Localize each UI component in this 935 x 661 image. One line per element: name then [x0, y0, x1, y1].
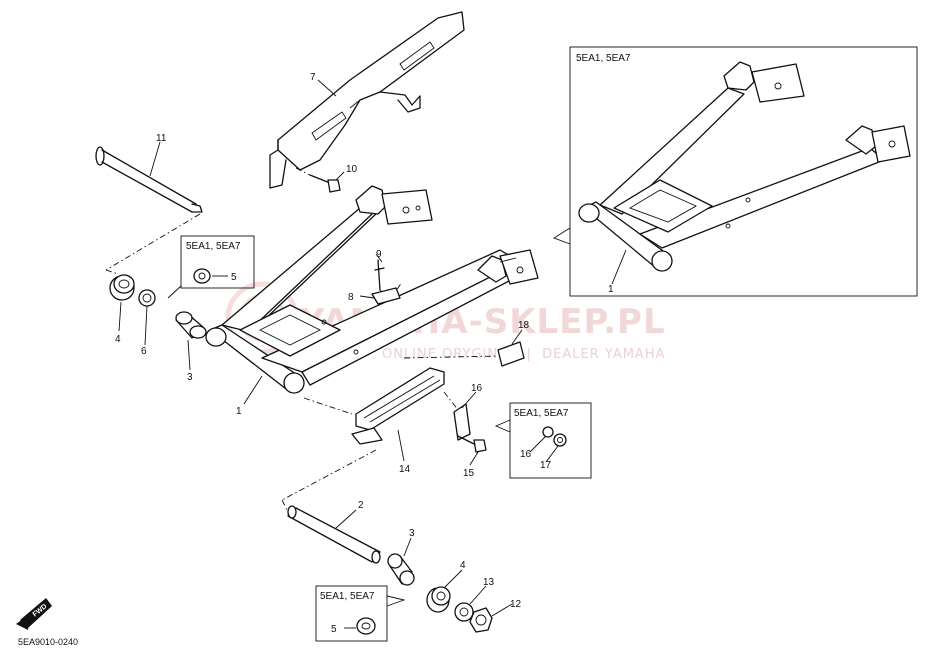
callout-18: 18 — [518, 320, 530, 331]
bolt-part-10 — [295, 167, 341, 193]
washer-box-title-bottom: 5EA1, 5EA7 — [320, 591, 375, 602]
seal-part-6 — [138, 289, 156, 307]
pivot-shaft-part-11 — [95, 146, 203, 275]
callout-7: 7 — [310, 72, 316, 83]
bolt-part-15 — [457, 435, 487, 453]
nut-box-title: 5EA1, 5EA7 — [514, 408, 569, 419]
callout-11: 11 — [156, 133, 167, 144]
callout-15: 15 — [463, 468, 475, 479]
callout-3-bottom: 3 — [409, 528, 415, 539]
washer-box-title-top: 5EA1, 5EA7 — [186, 241, 241, 252]
nut-part-12 — [469, 607, 493, 633]
callout-12: 12 — [510, 599, 522, 610]
callout-8: 8 — [348, 292, 354, 303]
callout-1-main: 1 — [236, 406, 242, 417]
washer-variant-box-bottom: 5EA1, 5EA7 — [315, 585, 406, 642]
label-plate-part-18 — [403, 341, 525, 367]
inset-box-title: 5EA1, 5EA7 — [576, 53, 631, 64]
callout-13: 13 — [483, 577, 495, 588]
bearing-part-4-top — [109, 274, 135, 301]
clamp-part-8 — [371, 287, 401, 305]
callout-14: 14 — [399, 464, 411, 475]
diagram-code: 5EA9010-0240 — [18, 637, 78, 647]
callout-2: 2 — [358, 500, 364, 511]
callout-10: 10 — [346, 164, 358, 175]
callout-6: 6 — [141, 346, 147, 357]
callout-3-top: 3 — [187, 372, 193, 383]
leader-lines — [118, 79, 627, 629]
washer-part-13 — [454, 602, 474, 622]
bushing-part-3-bottom — [387, 553, 415, 586]
inset-variant-box: 5EA1, 5EA7 — [552, 46, 918, 297]
callout-5-bottom: 5 — [331, 624, 337, 635]
callout-5-top: 5 — [231, 272, 237, 283]
callout-4-top: 4 — [115, 334, 121, 345]
callout-labels: 7 11 10 9 8 5 4 6 3 1 18 16 14 15 16 17 … — [115, 72, 614, 635]
callout-4-bottom: 4 — [460, 560, 466, 571]
callout-16-main: 16 — [471, 383, 483, 394]
plate-part-16 — [453, 403, 471, 441]
fwd-arrow-icon: FWD — [16, 598, 52, 630]
callout-17: 17 — [540, 460, 552, 471]
chain-guard-part — [269, 11, 465, 189]
pivot-shaft-part-2 — [281, 449, 381, 564]
chain-slider-part-14 — [303, 367, 459, 445]
nut-variant-box: 5EA1, 5EA7 — [494, 402, 592, 479]
callout-16-box: 16 — [520, 449, 532, 460]
callout-1-inset: 1 — [608, 284, 614, 295]
callout-9: 9 — [376, 249, 382, 260]
washer-variant-box-top: 5EA1, 5EA7 — [167, 235, 255, 299]
bushing-part-3-top — [175, 311, 207, 339]
swing-arm-part-1 — [205, 185, 539, 394]
bearing-part-4-bottom — [426, 586, 451, 613]
